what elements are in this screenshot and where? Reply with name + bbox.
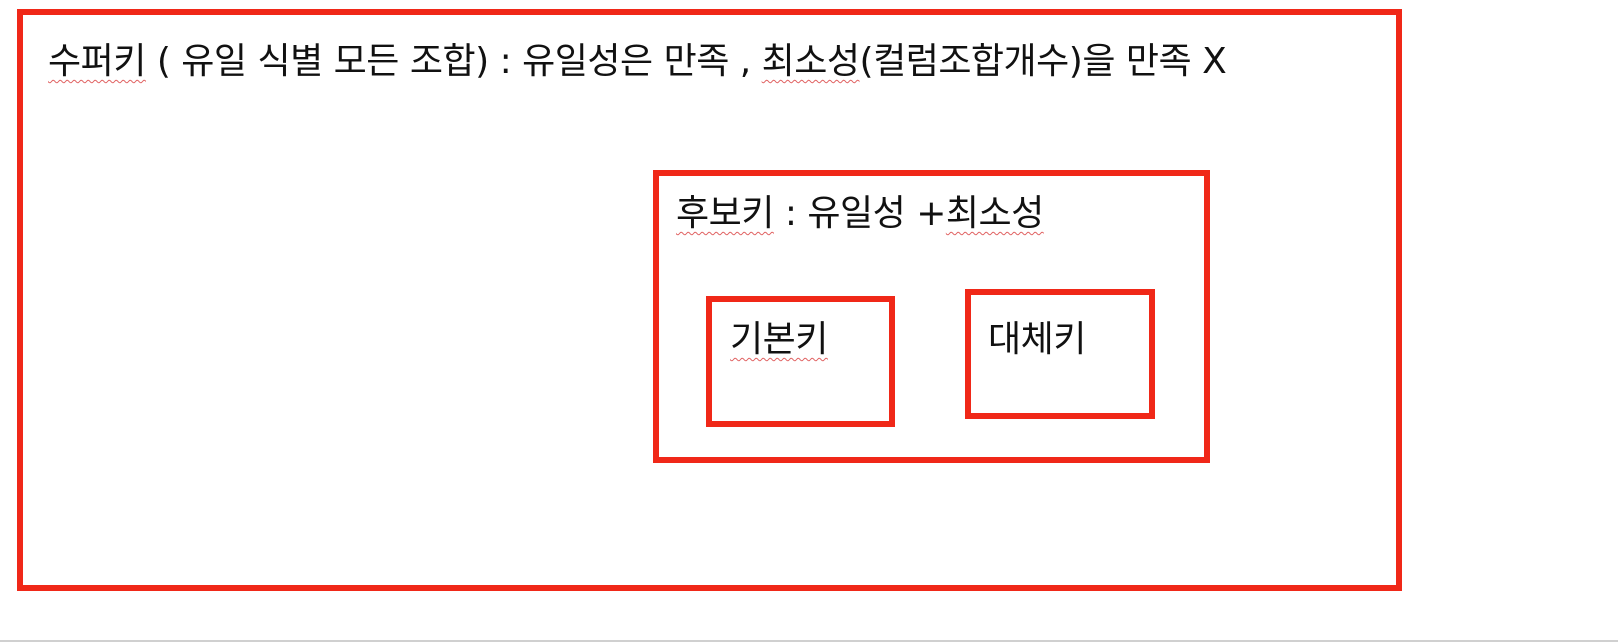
candidate-key-label: 후보키 : 유일성 +최소성 — [676, 192, 1044, 236]
primary-key-label: 기본키 — [730, 318, 828, 362]
minimality-term: 최소성 — [761, 41, 860, 82]
candidate-key-description: : 유일성 + — [773, 193, 947, 234]
candidate-minimality-term: 최소성 — [945, 193, 1044, 234]
super-key-label: 수퍼키 ( 유일 식별 모든 조합) : 유일성은 만족 , 최소성(컬럼조합개… — [48, 40, 1227, 84]
bottom-divider — [0, 640, 1618, 642]
alternate-key-box — [965, 289, 1155, 419]
candidate-key-term: 후보키 — [676, 193, 774, 234]
super-key-description: ( 유일 식별 모든 조합) : 유일성은 만족 , — [145, 41, 762, 82]
primary-key-box — [706, 296, 895, 427]
primary-key-term: 기본키 — [730, 319, 828, 360]
super-key-box — [17, 9, 1402, 591]
super-key-description-2: (컬럼조합개수)을 만족 X — [859, 41, 1227, 82]
alternate-key-label: 대체키 — [988, 318, 1086, 362]
alternate-key-term: 대체키 — [988, 319, 1086, 360]
candidate-key-box — [653, 170, 1210, 463]
super-key-term: 수퍼키 — [48, 41, 146, 82]
